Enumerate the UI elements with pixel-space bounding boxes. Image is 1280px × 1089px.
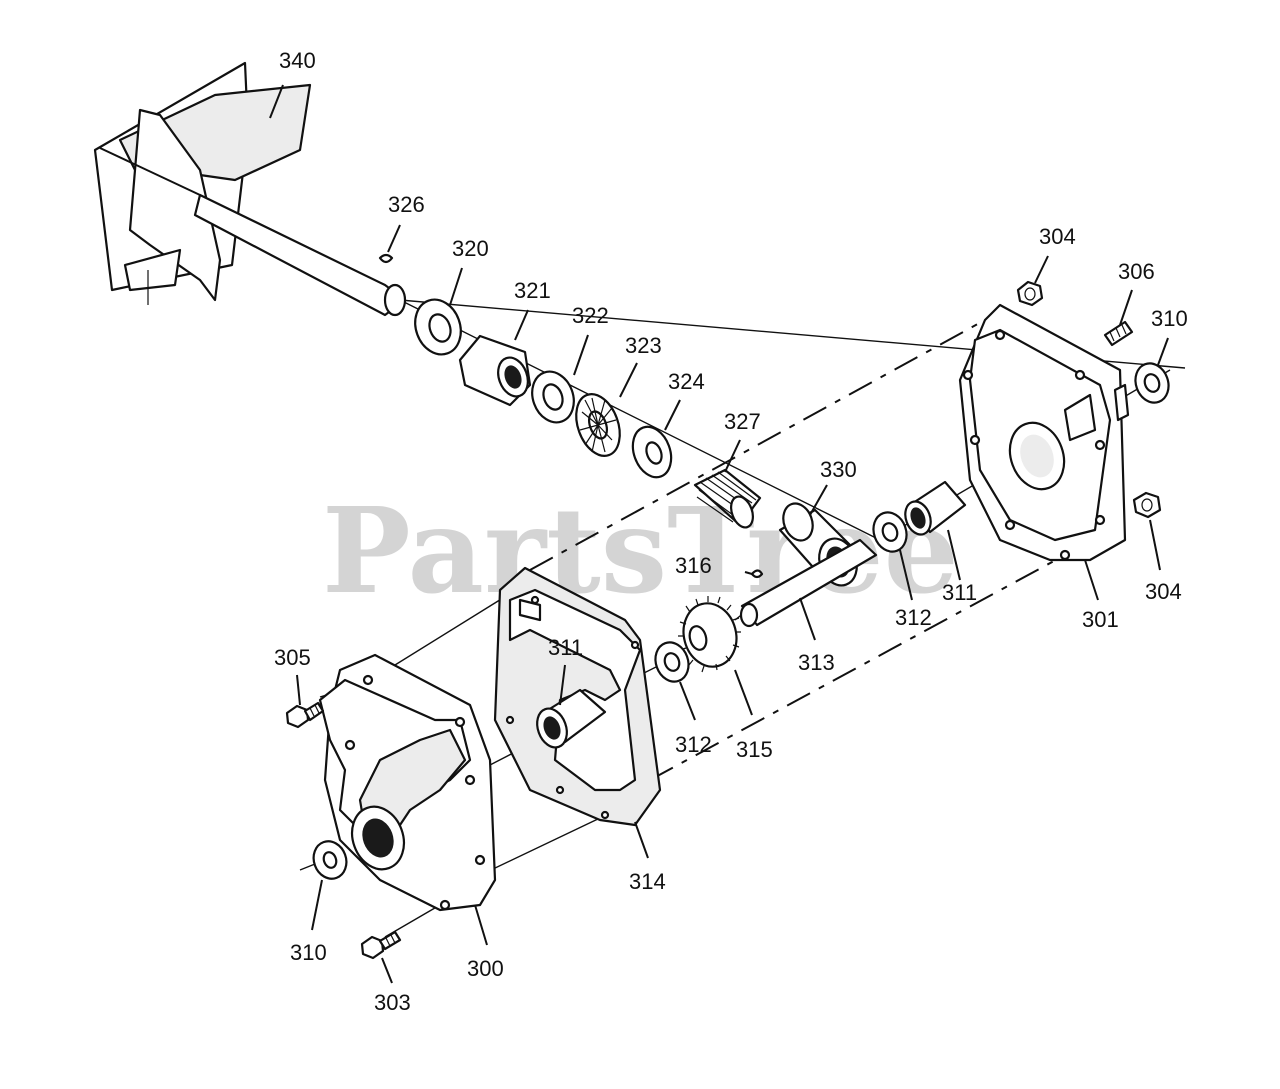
part-312-washer-lower — [654, 641, 690, 683]
part-301-gearbox-housing-right — [958, 303, 1130, 562]
part-324-washer — [631, 425, 673, 479]
callout-304-top: 304 — [1039, 224, 1076, 249]
part-316-key — [750, 569, 764, 579]
callout-310-right: 310 — [1151, 306, 1188, 331]
part-312-washer-upper — [872, 511, 908, 553]
leader-lines — [269, 84, 1169, 984]
callout-labels: 340 326 320 321 322 323 324 327 330 316 … — [274, 48, 1188, 1015]
part-320-washer — [414, 298, 462, 356]
callout-304-bottom: 304 — [1145, 579, 1182, 604]
part-310-cap-left — [312, 840, 348, 880]
callout-324: 324 — [668, 369, 705, 394]
callout-305: 305 — [274, 645, 311, 670]
callout-306: 306 — [1118, 259, 1155, 284]
part-305-bolt — [285, 701, 325, 729]
part-311-bushing-lower — [536, 688, 607, 749]
part-340-impeller-shaft — [93, 61, 407, 317]
callout-311-upper: 311 — [942, 580, 977, 605]
callout-310-left: 310 — [290, 940, 327, 965]
callout-330: 330 — [820, 457, 857, 482]
callout-303: 303 — [374, 990, 411, 1015]
part-306-set-screw — [1103, 320, 1134, 347]
callout-316: 316 — [675, 553, 712, 578]
callout-326: 326 — [388, 192, 425, 217]
callout-312-lower: 312 — [675, 732, 712, 757]
callout-312-upper: 312 — [895, 605, 932, 630]
part-304-nut-top — [1016, 280, 1044, 307]
part-313-shaft — [739, 538, 878, 628]
callout-327: 327 — [724, 409, 761, 434]
callout-313: 313 — [798, 650, 835, 675]
callout-311-lower: 311 — [548, 635, 583, 660]
callout-314: 314 — [629, 869, 666, 894]
part-323-thrust-bearing — [575, 393, 621, 457]
part-300-gearbox-housing-left — [318, 653, 497, 912]
part-326-key — [378, 253, 394, 264]
part-321-bushing — [458, 334, 532, 407]
part-304-nut-right — [1132, 491, 1162, 519]
callout-340: 340 — [279, 48, 316, 73]
part-303-bolt — [360, 930, 402, 960]
part-322-washer — [531, 370, 575, 424]
callout-300: 300 — [467, 956, 504, 981]
part-310-cap-right — [1134, 362, 1170, 404]
part-327-worm-gear — [693, 468, 762, 529]
callout-322: 322 — [572, 303, 609, 328]
callout-301: 301 — [1082, 607, 1119, 632]
callout-315: 315 — [736, 737, 773, 762]
callout-323: 323 — [625, 333, 662, 358]
callout-320: 320 — [452, 236, 489, 261]
callout-321: 321 — [514, 278, 551, 303]
part-315-gear — [678, 596, 741, 673]
part-311-bushing-upper — [904, 480, 967, 536]
